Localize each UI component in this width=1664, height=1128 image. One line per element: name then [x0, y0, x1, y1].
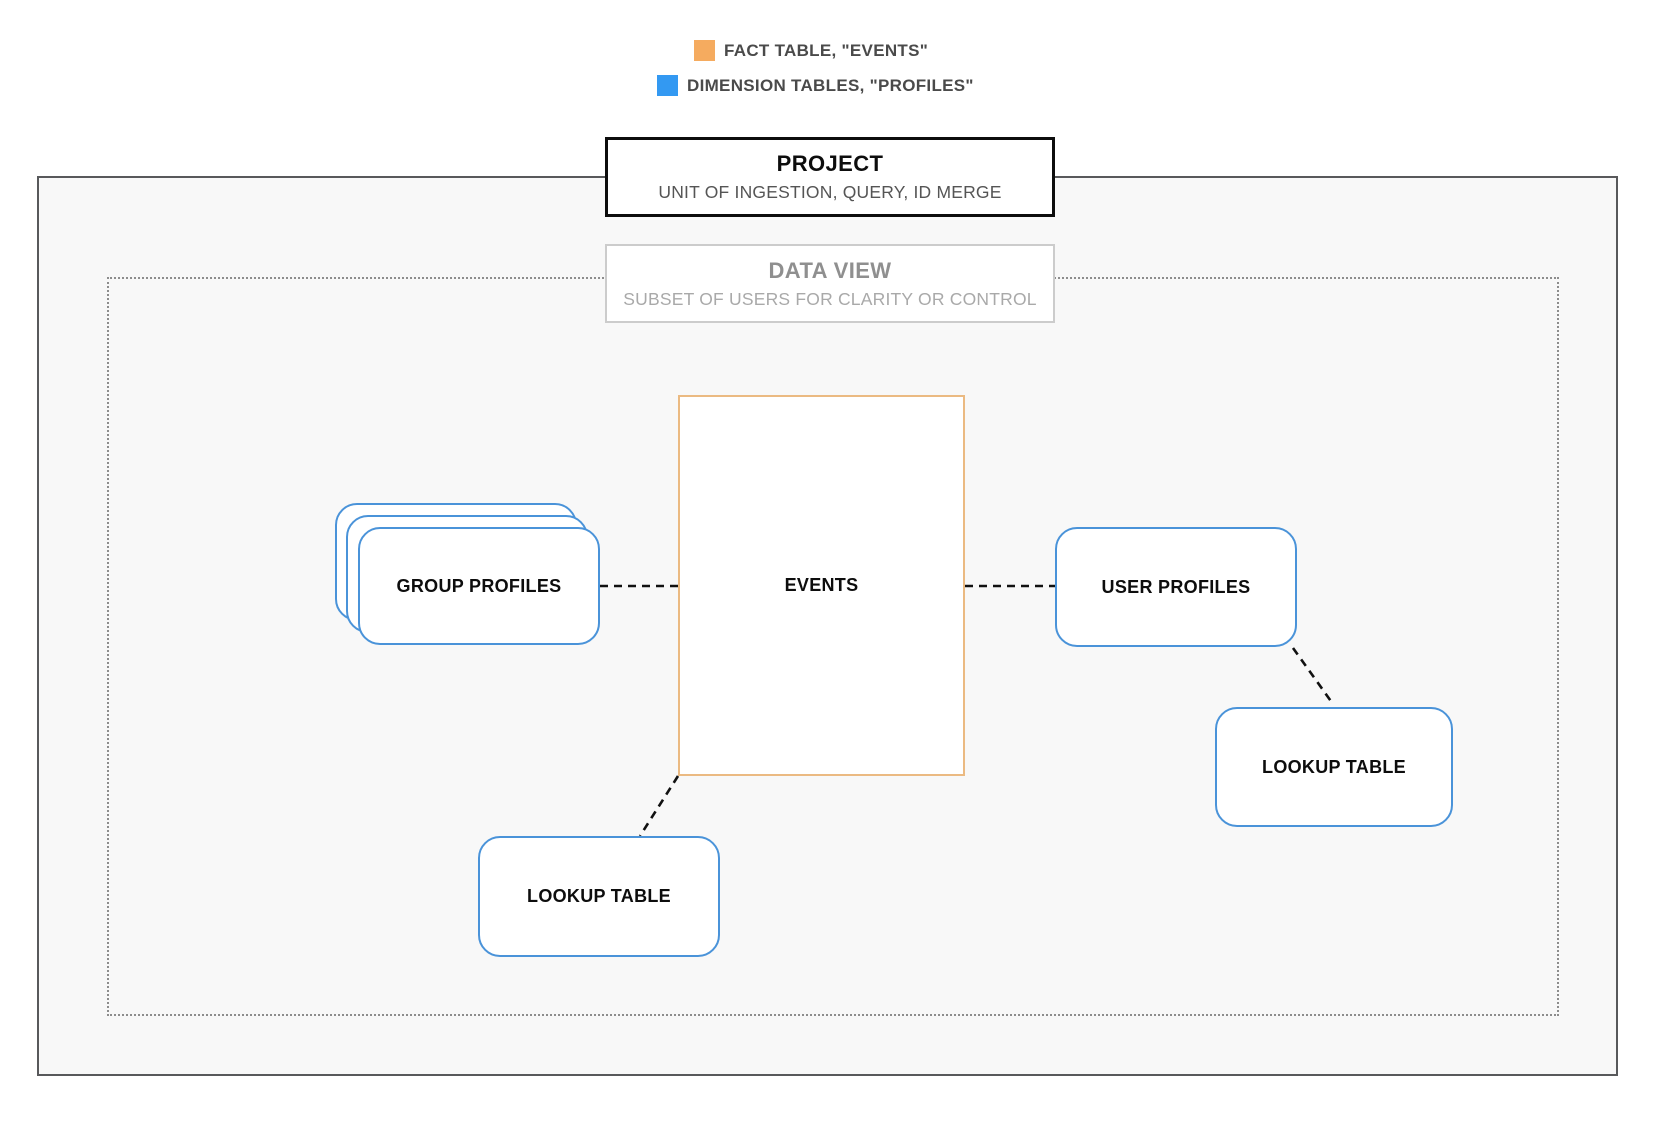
project-header-box: PROJECT UNIT OF INGESTION, QUERY, ID MER… [605, 137, 1055, 217]
group-profiles-label: GROUP PROFILES [396, 575, 562, 596]
project-subtitle: UNIT OF INGESTION, QUERY, ID MERGE [658, 182, 1002, 202]
user-profiles-label: USER PROFILES [1101, 576, 1251, 597]
lookup-table-right-label: LOOKUP TABLE [1262, 756, 1406, 777]
lookup-table-left-node: LOOKUP TABLE [478, 836, 720, 957]
user-profiles-node: USER PROFILES [1055, 527, 1297, 647]
dimension-tables-swatch-icon [657, 75, 678, 96]
data-view-header-box: DATA VIEW SUBSET OF USERS FOR CLARITY OR… [605, 244, 1055, 323]
legend-fact-label: FACT TABLE, "EVENTS" [724, 40, 929, 60]
lookup-table-right-node: LOOKUP TABLE [1215, 707, 1453, 827]
data-view-subtitle: SUBSET OF USERS FOR CLARITY OR CONTROL [623, 288, 1037, 309]
data-view-title: DATA VIEW [768, 257, 892, 283]
group-profiles-node: GROUP PROFILES [358, 527, 600, 645]
fact-table-swatch-icon [694, 40, 715, 61]
legend-item-dimension-tables: DIMENSION TABLES, "PROFILES" [657, 75, 974, 96]
events-node: EVENTS [678, 395, 965, 776]
events-label: EVENTS [784, 575, 859, 595]
legend-dimension-label: DIMENSION TABLES, "PROFILES" [687, 75, 974, 95]
project-title: PROJECT [776, 151, 884, 176]
legend-item-fact-table: FACT TABLE, "EVENTS" [694, 40, 928, 61]
lookup-table-left-label: LOOKUP TABLE [527, 886, 671, 906]
